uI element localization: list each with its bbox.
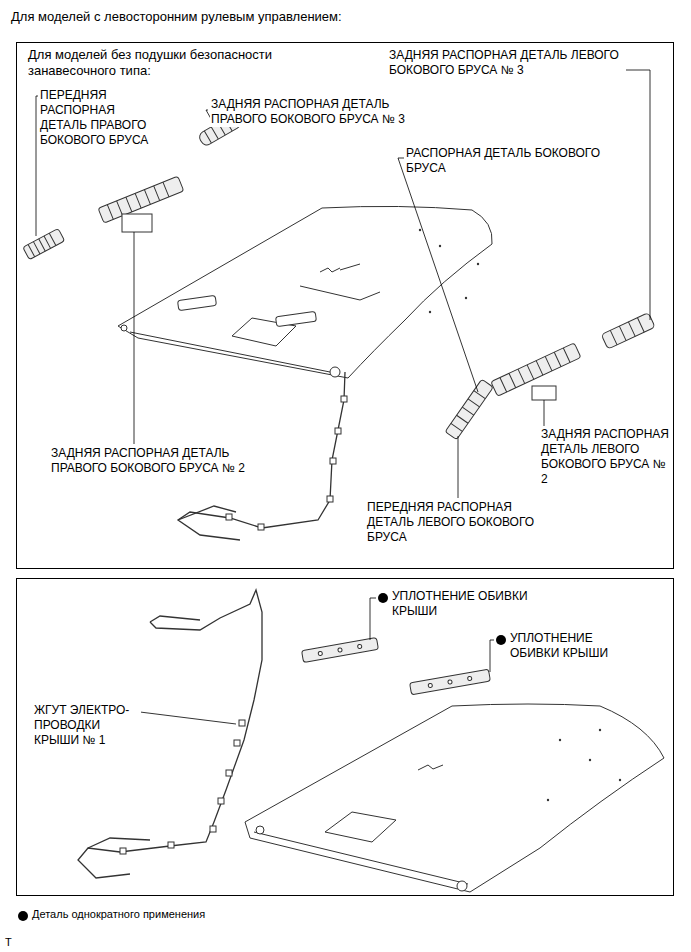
roof-headliner [245,704,664,892]
part-label: ЖГУТ ЭЛЕКТРО- ПРОВОДКИ КРЫШИ № 1 [33,703,141,748]
part-label: ЗАДНЯЯ РАСПОРНАЯ ДЕТАЛЬ ПРАВОГО БОКОВОГО… [210,97,412,127]
part-label: ЗАДНЯЯ РАСПОРНАЯ ДЕТАЛЬ ЛЕВОГО БОКОВОГО … [540,427,670,487]
part-label: УПЛОТНЕНИЕ ОБИВКИ КРЫШИ [509,631,631,661]
part-label: ЗАДНЯЯ РАСПОРНАЯ ДЕТАЛЬ ЛЕВОГО БОКОВОГО … [388,48,626,78]
panel-heading: Для моделей без подушки безопасности зан… [27,47,349,79]
panel-frame [17,579,674,896]
single-use-mark [18,593,506,921]
figure-code: T [4,936,13,949]
seal-part [302,637,491,694]
part-label: ПЕРЕДНЯЯ РАСПОРНАЯ ДЕТАЛЬ ЛЕВОГО БОКОВОГ… [366,500,560,545]
page-title: Для моделей с левосторонним рулевым упра… [10,9,343,25]
part-label: УПЛОТНЕНИЕ ОБИВКИ КРЫШИ [391,589,568,619]
part-label: РАСПОРНАЯ ДЕТАЛЬ БОКОВОГО БРУСА [405,146,642,176]
spacer-part [23,113,655,440]
part-label: ЗАДНЯЯ РАСПОРНАЯ ДЕТАЛЬ ПРАВОГО БОКОВОГО… [50,446,257,476]
roof-headliner [118,206,492,378]
panel-frame [17,43,674,569]
legend-text: Деталь однократного применения [31,908,206,921]
part-label: ПЕРЕДНЯЯ РАСПОРНАЯ ДЕТАЛЬ ПРАВОГО БОКОВО… [39,88,153,148]
